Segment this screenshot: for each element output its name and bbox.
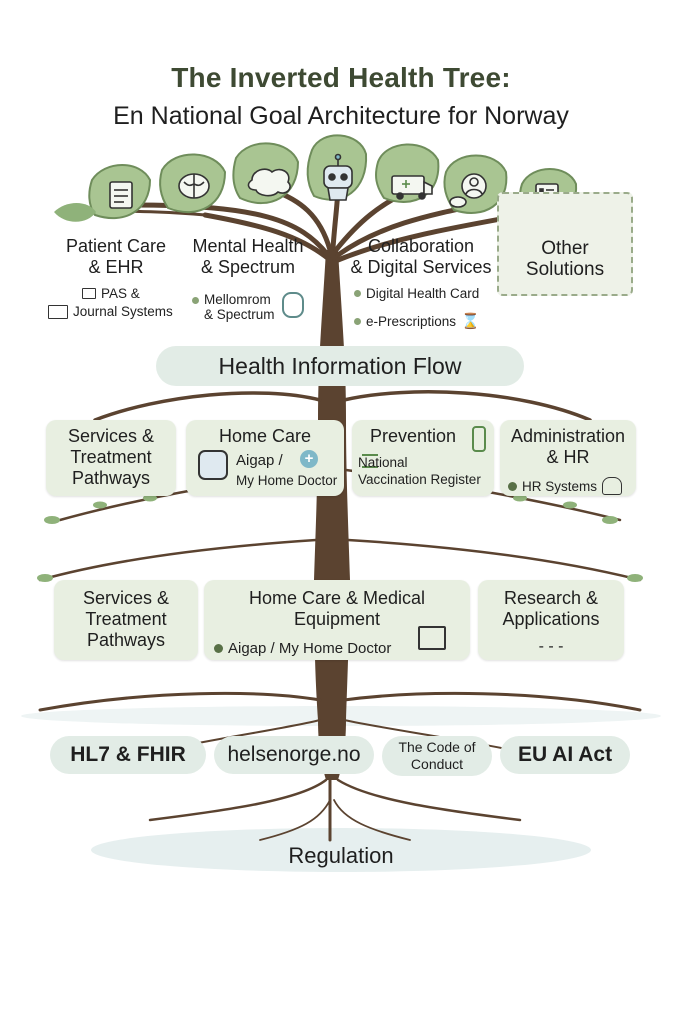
- tier1-home-care-item-1: Aigap /: [236, 452, 283, 469]
- root-hl7-fhir: HL7 & FHIR: [50, 736, 206, 774]
- brain-icon: [178, 173, 210, 199]
- tier1-administration-box: [500, 420, 636, 496]
- diagram-title: The Inverted Health Tree:: [171, 62, 511, 93]
- other-solutions-box: [497, 192, 633, 296]
- tier2-research-item: - - -: [538, 638, 564, 655]
- plus-badge-icon: +: [300, 450, 318, 468]
- people-icon: [602, 477, 623, 495]
- collaboration-item-1: Digital Health Card: [354, 286, 479, 301]
- syringe-icon: [472, 426, 486, 452]
- tier2-services-box: [54, 580, 198, 660]
- tier2-home-equipment-label: Home Care & Medical Equipment: [248, 588, 426, 629]
- collaboration-label: Collaboration & Digital Services: [350, 236, 492, 277]
- tier1-administration-item: HR Systems: [508, 477, 623, 495]
- monitor-icon: [82, 288, 96, 299]
- vaccine-icon: [362, 454, 378, 468]
- chat-user-icon: [449, 173, 487, 208]
- monitor-icon: [48, 304, 68, 319]
- trunk: [314, 250, 350, 580]
- ground-band: [91, 828, 591, 872]
- patient-care-label: Patient Care & EHR: [65, 236, 167, 277]
- root-helsenorge: helsenorge.no: [214, 736, 374, 774]
- hourglass-icon: ⌛: [461, 313, 480, 330]
- robot-medical-icon: [198, 450, 228, 480]
- mid-leaves: [37, 494, 643, 582]
- tier2-research-box: [478, 580, 624, 660]
- patient-care-item-2: Journal Systems: [48, 304, 173, 319]
- tier1-prevention-box: [352, 420, 494, 496]
- collaboration-item-2: e-Prescriptions ⌛: [354, 312, 480, 330]
- tier1-services-box: [46, 420, 176, 496]
- tier1-home-care-item-2: My Home Doctor: [236, 473, 338, 488]
- tier1-services-label: Services & Treatment Pathways: [67, 426, 155, 488]
- patient-care-item-1: PAS &: [82, 286, 140, 301]
- tier1-administration-label: Administration & HR: [510, 426, 626, 467]
- mental-health-item: Mellomrom & Spectrum: [192, 292, 304, 322]
- hand-heart-icon: [281, 292, 304, 318]
- tier1-home-care-label: Home Care: [218, 426, 312, 446]
- root-eu-ai-act: EU AI Act: [500, 736, 630, 774]
- document-icon: [109, 181, 133, 209]
- tier1-prevention-label: Prevention: [369, 426, 457, 446]
- tier2-services-label: Services & Treatment Pathways: [82, 588, 170, 650]
- other-solutions-label: Other Solutions: [525, 238, 605, 280]
- root-code-of-conduct: The Code of Conduct: [382, 736, 492, 776]
- diagram-subtitle: En National Goal Architecture for Norway: [113, 102, 569, 130]
- regulation-label: Regulation: [288, 843, 394, 868]
- tier2-research-label: Research & Applications: [502, 588, 600, 629]
- mental-health-label: Mental Health & Spectrum: [192, 236, 304, 277]
- tier1-prevention-item: National Vaccination Register: [358, 455, 481, 487]
- tier2-home-equipment-box: [204, 580, 470, 660]
- tier2-home-equipment-item: Aigap / My Home Doctor: [214, 640, 391, 657]
- ambulance-icon: [391, 175, 433, 200]
- brain-cloud-icon: [247, 168, 291, 197]
- health-info-flow-banner: Health Information Flow: [156, 346, 524, 386]
- medical-kit-icon: [418, 626, 446, 650]
- robot-icon: [323, 153, 353, 201]
